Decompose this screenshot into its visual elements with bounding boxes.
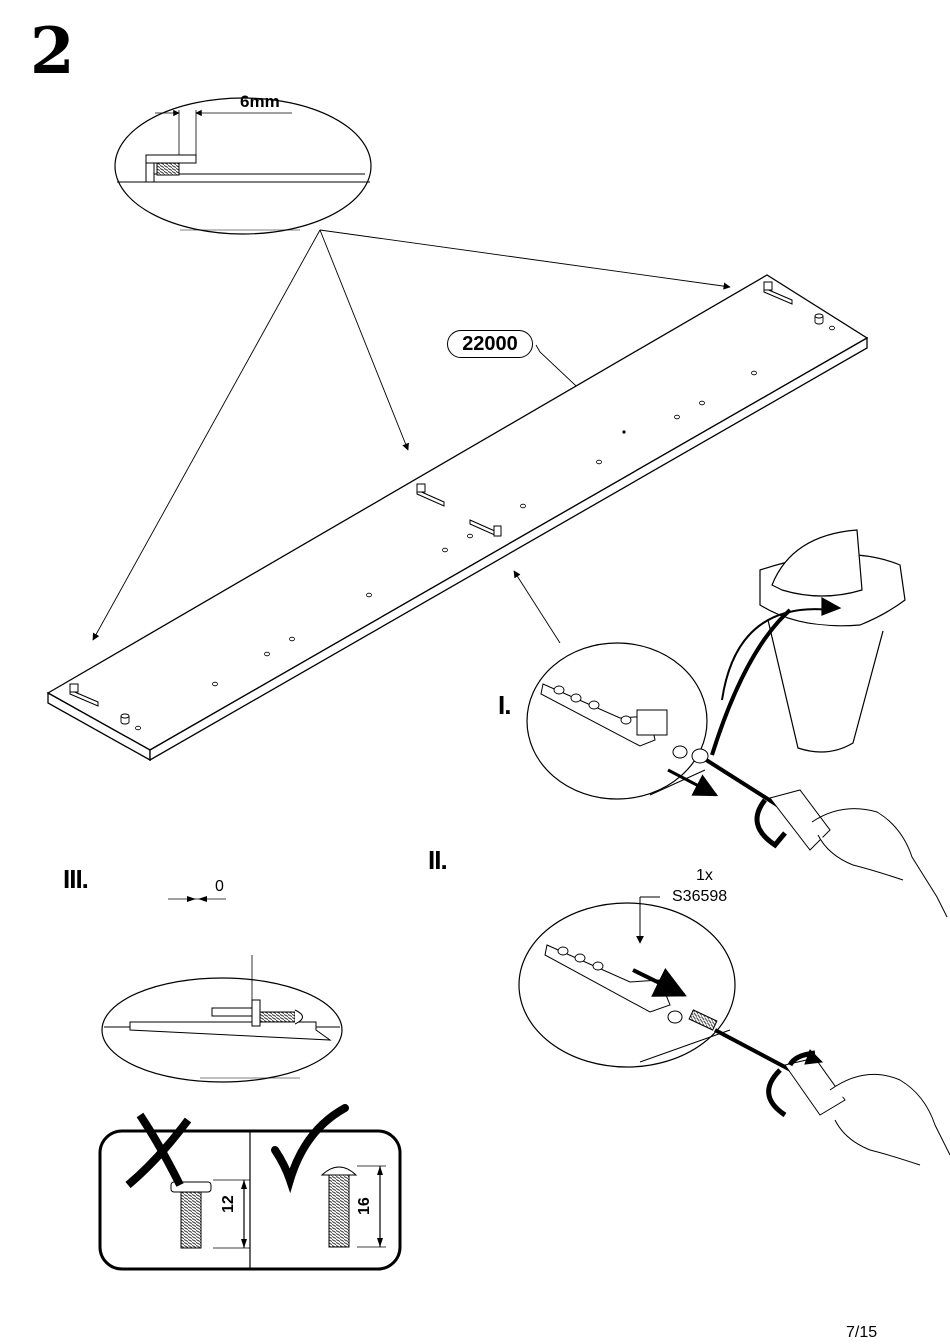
substep-2-label: II.: [428, 845, 447, 876]
page-number: 7/15: [846, 1324, 877, 1342]
screwdriver-1: [692, 749, 947, 917]
dimension-6mm-label: 6mm: [240, 93, 280, 110]
substep-2-magnifier: [519, 897, 735, 1067]
top-detail-magnifier: [115, 98, 371, 234]
screw-length-12-label: 12: [221, 1195, 237, 1213]
screwdriver-2: [715, 1030, 950, 1165]
substep-1-label: I.: [498, 690, 510, 721]
screw-check-box: [100, 1108, 400, 1269]
substep-3-label: III.: [63, 864, 88, 895]
substep-1-magnifier: [527, 643, 716, 799]
part-code-label: S36598: [672, 889, 727, 905]
gap-value-label: 0: [215, 879, 224, 895]
substep-3-magnifier: [102, 896, 342, 1082]
part-number-badge: 22000: [447, 330, 533, 358]
screw-length-16-label: 16: [357, 1197, 373, 1215]
quantity-label: 1x: [696, 868, 713, 884]
trash-bin-icon: [712, 530, 905, 755]
